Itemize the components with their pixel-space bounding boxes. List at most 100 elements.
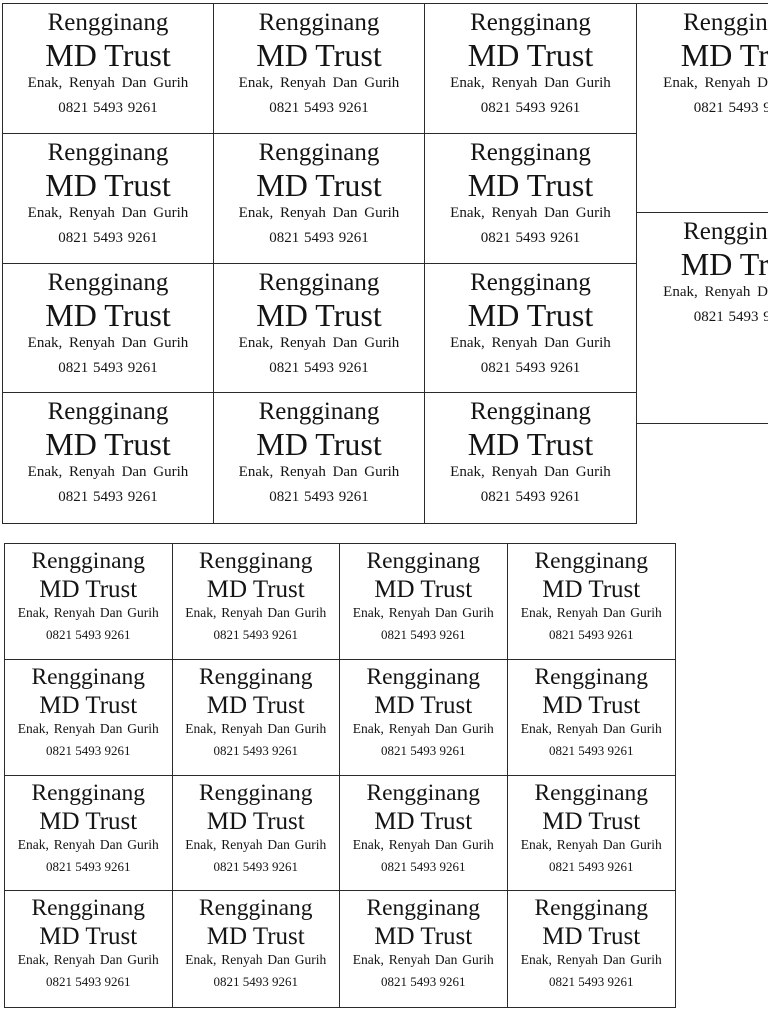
label-tagline: Enak, Renyah Dan Gurih: [352, 720, 494, 736]
label-phone: 0821 5493 9261: [46, 974, 131, 990]
label-product: MD Trust: [45, 426, 171, 463]
label-tagline: Enak, Renyah Dan Gurih: [17, 605, 159, 620]
label-product: MD Trust: [256, 166, 382, 203]
label-brand: Rengginang: [258, 9, 380, 36]
label-brand: Rengginang: [470, 138, 591, 166]
label-product: MD Trust: [374, 807, 473, 835]
label-tagline: Enak, Renyah Dan Gurih: [663, 284, 768, 300]
label-phone: 0821 5493 9261: [480, 359, 581, 376]
label-brand: Rengginang: [47, 9, 169, 36]
label-tagline: Enak, Renyah Dan Gurih: [520, 605, 662, 620]
label-tagline: Enak, Renyah Dan Gurih: [17, 720, 159, 736]
label-tagline: Enak, Renyah Dan Gurih: [450, 75, 611, 91]
label-brand: Rengginang: [31, 663, 146, 690]
label-product: MD Trust: [39, 691, 138, 719]
label-tagline: Enak, Renyah Dan Gurih: [17, 836, 159, 852]
label-brand: Rengginang: [366, 663, 481, 690]
label-brand: Rengginang: [470, 268, 591, 296]
label-brand: Rengginang: [534, 895, 649, 922]
label-phone: 0821 5493 9261: [213, 627, 299, 642]
label-brand: Rengginang: [470, 398, 591, 426]
label-brand: Rengginang: [198, 548, 313, 574]
label-brand: Rengginang: [366, 548, 481, 574]
label-tagline: Enak, Renyah Dan Gurih: [27, 464, 189, 481]
label-tagline: Enak, Renyah Dan Gurih: [663, 75, 768, 91]
label-tagline: Enak, Renyah Dan Gurih: [27, 75, 189, 91]
label-phone: 0821 5493 9261: [381, 974, 466, 990]
label-tagline: Enak, Renyah Dan Gurih: [185, 720, 327, 736]
label-brand: Rengginang: [198, 663, 313, 690]
label-product: MD Trust: [680, 37, 768, 73]
label-phone: 0821 5493 9261: [269, 100, 369, 116]
label-product: MD Trust: [206, 807, 305, 835]
label-tagline: Enak, Renyah Dan Gurih: [238, 464, 400, 481]
label-phone: 0821 5493 9261: [269, 229, 369, 246]
label-brand: Rengginang: [683, 218, 768, 245]
label-brand: Rengginang: [47, 268, 169, 296]
label-product: MD Trust: [39, 923, 138, 951]
label-tagline: Enak, Renyah Dan Gurih: [352, 952, 494, 968]
label-phone: 0821 5493 9261: [58, 100, 158, 116]
label-brand: Rengginang: [198, 895, 313, 922]
label-product: MD Trust: [542, 807, 641, 835]
label-brand: Rengginang: [258, 268, 380, 296]
label-product: MD Trust: [374, 691, 473, 719]
label-phone: 0821 5493 9261: [46, 858, 131, 874]
label-phone: 0821 5493 9261: [480, 489, 581, 506]
label-tagline: Enak, Renyah Dan Gurih: [185, 605, 327, 620]
label-phone: 0821 5493 9261: [213, 974, 299, 990]
label-phone: 0821 5493 9261: [58, 489, 158, 506]
label-phone: 0821 5493 9261: [58, 229, 158, 246]
label-tagline: Enak, Renyah Dan Gurih: [450, 204, 611, 221]
label-product: MD Trust: [467, 426, 594, 463]
label-brand: Rengginang: [31, 548, 146, 574]
label-tagline: Enak, Renyah Dan Gurih: [185, 836, 327, 852]
label-tagline: Enak, Renyah Dan Gurih: [27, 204, 189, 221]
label-phone: 0821 5493 9261: [381, 742, 466, 758]
label-tagline: Enak, Renyah Dan Gurih: [520, 952, 662, 968]
label-brand: Rengginang: [470, 9, 591, 36]
label-phone: 0821 5493 9261: [693, 309, 768, 325]
label-phone: 0821 5493 9261: [549, 858, 634, 874]
label-brand: Rengginang: [534, 779, 649, 806]
label-product: MD Trust: [467, 296, 594, 333]
label-brand: Rengginang: [366, 779, 481, 806]
label-product: MD Trust: [542, 923, 641, 951]
label-tagline: Enak, Renyah Dan Gurih: [185, 952, 327, 968]
label-phone: 0821 5493 9261: [480, 229, 581, 246]
label-phone: 0821 5493 9261: [549, 627, 634, 642]
label-product: MD Trust: [206, 691, 305, 719]
label-brand: Rengginang: [683, 9, 768, 36]
label-brand: Rengginang: [366, 895, 481, 922]
label-tagline: Enak, Renyah Dan Gurih: [238, 75, 400, 91]
label-product: MD Trust: [206, 576, 305, 603]
label-phone: 0821 5493 9261: [381, 627, 466, 642]
label-phone: 0821 5493 9261: [549, 742, 634, 758]
label-brand: Rengginang: [534, 663, 649, 690]
label-product: MD Trust: [467, 166, 594, 203]
label-product: MD Trust: [374, 923, 473, 951]
